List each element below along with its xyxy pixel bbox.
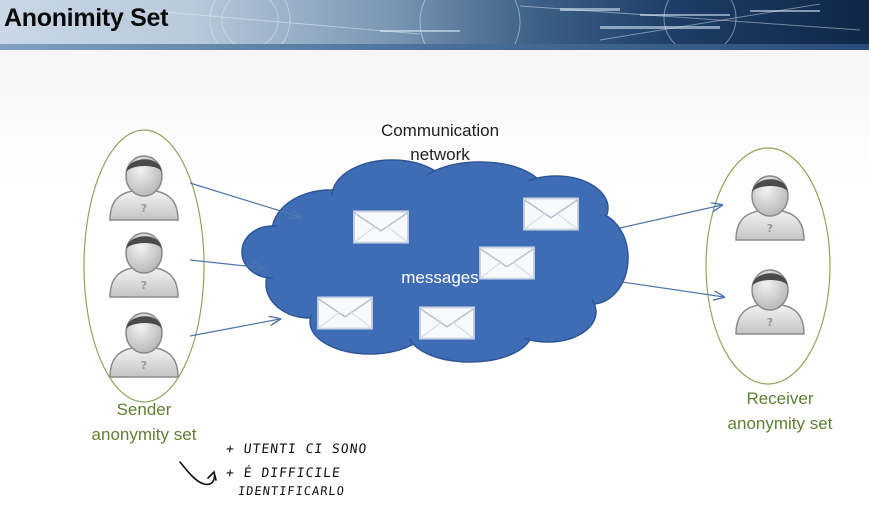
receiver-set-outline [705, 147, 831, 385]
arrow-sender-3 [189, 319, 280, 337]
banner-decoration [139, 0, 861, 44]
receiver-set-label: Receiver anonymity set [727, 389, 833, 433]
slide-title: Anonimity Set [4, 4, 169, 32]
sender-user-icon-3 [109, 312, 179, 378]
arrow-receiver-2 [621, 281, 724, 297]
handwritten-hook-arrow [179, 461, 217, 486]
handwritten-note-line: IDENTIFICARLO [237, 484, 346, 498]
network-label: Communication network [380, 121, 500, 164]
banner-underline [0, 44, 869, 50]
sender-set-outline [83, 129, 205, 403]
sender-user-icon-2 [109, 232, 179, 298]
receiver-user-icon-2 [735, 269, 805, 335]
arrow-sender-1 [189, 182, 300, 217]
receiver-user-icon-1 [735, 175, 805, 241]
sender-set-label: Sender anonymity set [91, 400, 197, 444]
handwritten-note-line: + É DIFFICILE [225, 466, 342, 481]
handwritten-note-line: + UTENTI CI SONO [225, 442, 369, 457]
title-banner: Anonimity Set [0, 0, 869, 44]
messages-label: messages [401, 268, 479, 287]
envelope-icon-1 [353, 210, 409, 244]
envelope-icon-5 [419, 306, 475, 340]
envelope-icon-4 [317, 296, 373, 330]
envelope-icon-2 [523, 197, 579, 231]
sender-user-icon-1 [109, 155, 179, 221]
arrow-receiver-1 [619, 205, 722, 229]
arrow-sender-2 [189, 259, 264, 268]
